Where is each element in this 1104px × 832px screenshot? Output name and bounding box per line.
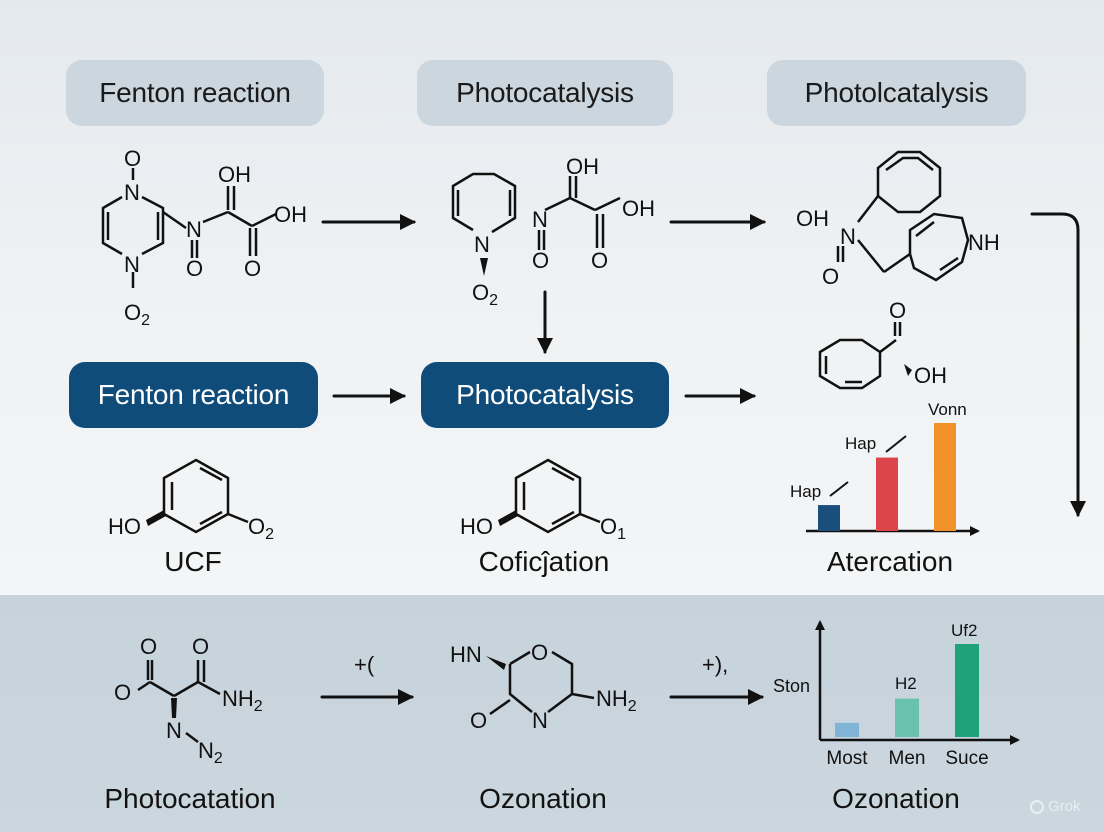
m3-nh: NH (968, 230, 1000, 255)
b2-o-ring: O (531, 640, 548, 665)
caption-coficjation: Coficĵation (478, 546, 610, 577)
arrow-right-return (1030, 212, 1086, 517)
grok-logo-icon (1030, 799, 1044, 814)
grok-watermark: Grok (1030, 798, 1081, 815)
b1-o-top1: O (140, 634, 157, 659)
p1-o2: O2 (248, 514, 274, 543)
molecule-1: O N N O2 N OH OH O O (101, 146, 307, 329)
b1-o-top2: O (192, 634, 209, 659)
molecule-3: OH N O NH (796, 150, 1000, 289)
arrow-label-2: +), (702, 652, 728, 677)
m1-oh-top: OH (218, 162, 251, 187)
p2-o1: O1 (600, 514, 626, 543)
b2-hn: HN (450, 642, 482, 667)
caption-ucf: UCF (164, 546, 222, 577)
pill-fenton-reaction-top: Fenton reaction (66, 60, 324, 126)
chart2-bar-2 (895, 698, 919, 737)
chart1-annotation-3: Vonn (928, 400, 967, 419)
pill-photocatalysis-top: Photocatalysis (417, 60, 673, 126)
chart1-annotation-1: Hap (790, 482, 821, 501)
m2-n-mid: N (532, 207, 548, 232)
m1-n-top: N (124, 180, 140, 205)
m2-oh-top: OH (566, 154, 599, 179)
m1-o-top: O (124, 146, 141, 171)
chart2-annotation-2: H2 (895, 674, 917, 693)
arrow-label-1: +( (354, 652, 375, 677)
caption-ozonation-middle: Ozonation (479, 783, 607, 814)
m1-o-b: O (244, 256, 261, 281)
m4-oh: OH (914, 363, 947, 388)
chart2-bar-1 (835, 722, 859, 737)
phenol-1: HO O2 (108, 458, 274, 543)
m3-o: O (822, 264, 839, 289)
p2-ho: HO (460, 514, 493, 539)
m2-o-a: O (532, 248, 549, 273)
b2-nh2: NH2 (596, 686, 637, 715)
m2-n: N (474, 232, 490, 257)
chart2-category-3: Suce (945, 748, 988, 769)
b1-nh2: NH2 (222, 686, 263, 715)
chart1-annotation-2: Hap (845, 434, 876, 453)
bottom-molecule-1: O O O NH2 N N2 (114, 634, 263, 767)
b2-n: N (532, 708, 548, 733)
chart2-annotation-3: Uf2 (951, 621, 977, 640)
m1-o2: O2 (124, 300, 150, 329)
m1-oh-right: OH (274, 202, 307, 227)
watermark-text: Grok (1048, 798, 1081, 815)
p1-ho: HO (108, 514, 141, 539)
m1-o-a: O (186, 256, 203, 281)
b1-o-left: O (114, 680, 131, 705)
m3-oh: OH (796, 206, 829, 231)
b2-o-left: O (470, 708, 487, 733)
m3-n: N (840, 224, 856, 249)
m2-oh-right: OH (622, 196, 655, 221)
bottom-band (0, 595, 1104, 832)
m4-o: O (889, 298, 906, 323)
caption-ozonation-right: Ozonation (832, 783, 960, 814)
molecule-2: N O2 OH OH N O O (451, 154, 655, 309)
bottom-molecule-2: HN O NH2 O N (450, 640, 637, 733)
pill-photolcatalysis-top: Photolcatalysis (767, 60, 1026, 126)
pill-photocatalysis-mid: Photocatalysis (421, 362, 669, 428)
m2-o-b: O (591, 248, 608, 273)
m1-n-mid: N (186, 217, 202, 242)
m2-o2: O2 (472, 280, 498, 309)
chart2-category-1: Most (826, 748, 868, 769)
chart1-bar-1 (818, 505, 840, 531)
caption-atercation: Atercation (826, 546, 954, 577)
b1-n2: N2 (198, 738, 223, 767)
chart2-ylabel: Ston (773, 676, 810, 696)
chart1-bar-2 (876, 457, 898, 531)
chart2-bar-3 (955, 644, 979, 737)
chart2-category-2: Men (889, 748, 926, 769)
caption-photocatation: Photocatation (104, 783, 276, 814)
b1-n: N (166, 718, 182, 743)
m1-n-bottom: N (124, 252, 140, 277)
chart1-bar-3 (934, 423, 956, 531)
phenol-2: HO O1 (460, 458, 626, 543)
molecule-4: O OH (818, 298, 947, 390)
pill-fenton-reaction-mid: Fenton reaction (69, 362, 318, 428)
